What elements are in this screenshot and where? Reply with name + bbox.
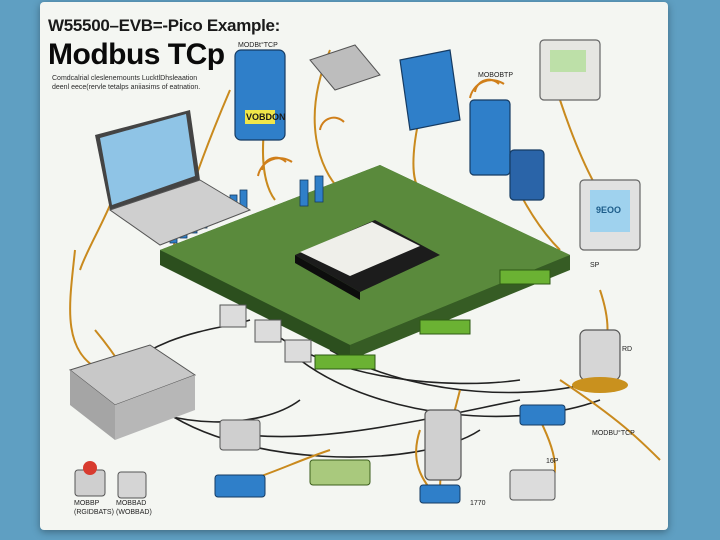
lcd-device-icon [579, 179, 641, 251]
pressure-sensor-icon [469, 99, 545, 201]
label-top-modbus-tcp: MODBt°TCP [238, 42, 278, 49]
label-sp: SP [590, 262, 600, 269]
transmitter-icon [424, 409, 462, 481]
label-modbp2: MOBBAD [116, 500, 147, 507]
poster-title-line2: Modbus TCp [48, 38, 225, 71]
sensor-module-icon [309, 44, 381, 91]
wifi-signal-icon [257, 78, 505, 177]
push-button-icon [74, 461, 147, 499]
label-bottom-modbus-tcp: MODBU°TCP [592, 430, 635, 437]
label-rd: RD [622, 346, 633, 353]
ethernet-ports [219, 304, 312, 363]
label-modbstp: MOBOBTP [478, 72, 514, 79]
cylinder-device-icon [234, 49, 286, 141]
junction-box-icon [219, 419, 556, 501]
terminal-blocks [314, 269, 551, 370]
label-1770: 1770 [470, 500, 486, 507]
label-modbp: MOBBP [74, 500, 100, 507]
main-chip [295, 220, 440, 300]
laptop-icon [95, 110, 252, 246]
poster-title-line1: W55500–EVB=-Pico Example: [48, 16, 281, 35]
meter-device-icon [539, 39, 601, 101]
label-chip-vobdon: VOBDON [246, 112, 286, 122]
label-sensor-display: 9EOO [596, 205, 622, 215]
label-modbp2-sub: (WOBBAD) [116, 509, 152, 516]
label-16p: 16P [546, 458, 559, 465]
display-panel-icon [399, 49, 461, 131]
poster-description: Comdcalrial cleslenernounts LucktlDhslea… [52, 75, 201, 91]
network-switch-icon [68, 344, 197, 440]
blue-module-icon [214, 404, 566, 504]
actuator-icon [572, 329, 628, 393]
label-modbp-sub: (RGIDBATS) [74, 509, 114, 516]
